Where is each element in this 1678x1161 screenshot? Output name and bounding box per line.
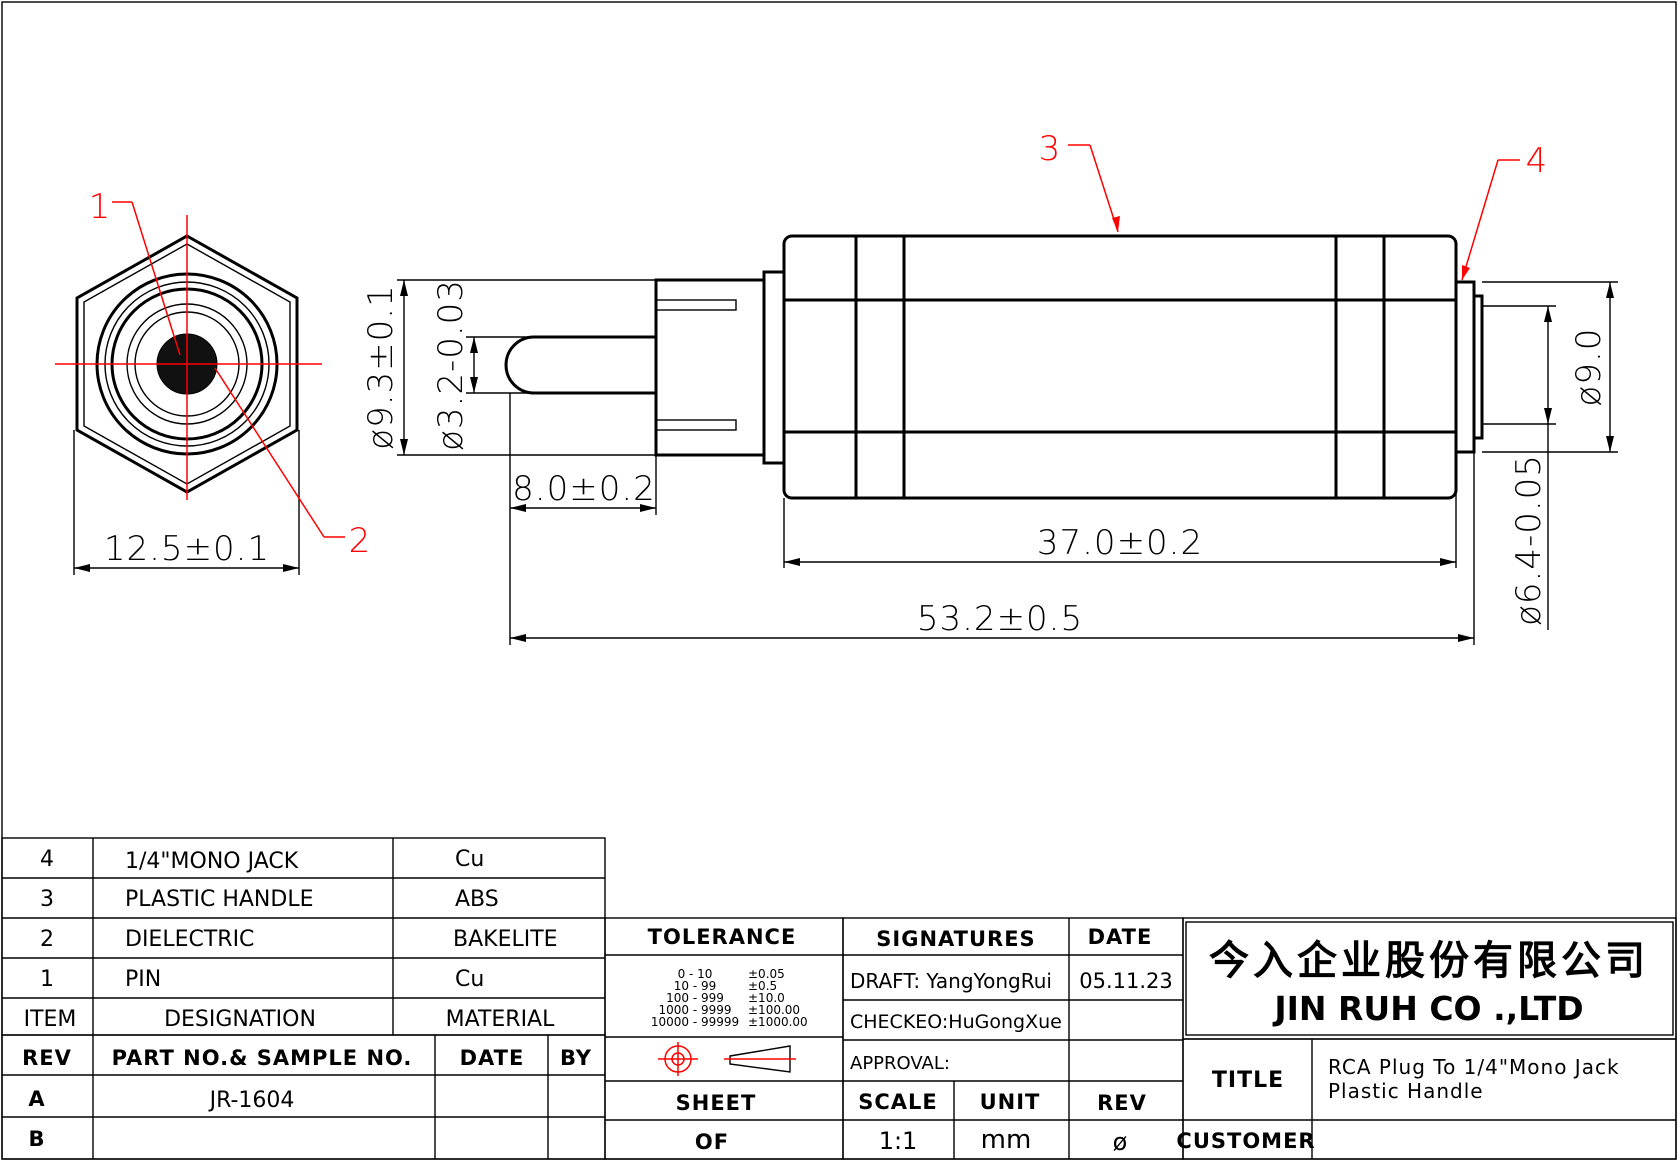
rev-header-by: BY [560, 1046, 592, 1070]
side-view: ø9.3±0.1 ø3.2-0.03 8.0±0.2 37.0±0.2 53.2… [361, 129, 1618, 645]
company-name-chinese: 今入企业股份有限公司 [1209, 938, 1649, 984]
tol-range-4: 1000 - 9999 [658, 1003, 731, 1017]
revision-table: REV PART NO.& SAMPLE NO. DATE BY A JR-16… [1, 1034, 606, 1160]
draft-signature: DRAFT: YangYongRui [850, 969, 1052, 993]
rev-label: REV [1097, 1091, 1147, 1115]
bom-material-1: Cu [455, 967, 484, 992]
rev-row-a-part: JR-1604 [208, 1088, 295, 1113]
bom-table: 4 1/4"MONO JACK Cu 3 PLASTIC HANDLE ABS … [1, 837, 606, 1036]
unit-value: mm [981, 1125, 1032, 1155]
bom-header-material: MATERIAL [446, 1007, 555, 1032]
bom-item-4: 4 [40, 847, 54, 872]
bom-material-2: BAKELITE [453, 927, 558, 952]
tol-value-5: ±1000.00 [748, 1015, 808, 1029]
tol-value-4: ±100.00 [748, 1003, 800, 1017]
draft-date: 05.11.23 [1079, 969, 1173, 993]
projection-symbol-icon [658, 1042, 796, 1076]
bom-item-1: 1 [40, 967, 54, 992]
bom-item-3: 3 [40, 887, 54, 912]
bom-material-3: ABS [455, 887, 499, 912]
bom-designation-2: DIELECTRIC [125, 927, 254, 952]
front-view: 12.5±0.1 1 2 [55, 187, 372, 575]
balloon-1: 1 [89, 187, 112, 227]
dim-jack-hole: ø6.4-0.05 [1509, 454, 1549, 626]
scale-label: SCALE [858, 1090, 938, 1114]
company-name-english: JIN RUH CO .,LTD [1272, 989, 1583, 1028]
balloon-3: 3 [1039, 129, 1062, 169]
unit-label: UNIT [980, 1090, 1041, 1114]
bom-designation-1: PIN [125, 967, 161, 992]
rev-header-part: PART NO.& SAMPLE NO. [112, 1046, 413, 1070]
tolerance-block: TOLERANCE 0 - 10 ±0.05 10 - 99 ±0.5 100 … [604, 917, 844, 1160]
rev-row-b: B [28, 1127, 45, 1151]
balloon-2: 2 [349, 521, 372, 561]
tol-range-2: 10 - 99 [674, 979, 717, 993]
rev-header-rev: REV [22, 1046, 72, 1070]
bom-designation-4: 1/4"MONO JACK [125, 849, 299, 874]
rev-value: ø [1113, 1128, 1128, 1156]
checked-signature: CHECKEO:HuGongXue [850, 1011, 1062, 1033]
rev-header-date: DATE [460, 1046, 525, 1070]
tol-value-1: ±0.05 [748, 967, 785, 981]
customer-label: CUSTOMER [1176, 1129, 1315, 1153]
balloon-4: 4 [1526, 141, 1549, 181]
tol-range-5: 10000 - 99999 [651, 1015, 739, 1029]
company-block: 今入企业股份有限公司 JIN RUH CO .,LTD [1182, 917, 1677, 1040]
title-line-1: RCA Plug To 1/4"Mono Jack [1328, 1055, 1620, 1079]
title-block: TITLE RCA Plug To 1/4"Mono Jack Plastic … [1176, 1038, 1677, 1160]
dim-pin-len: 8.0±0.2 [512, 469, 656, 509]
dim-jack-dia: ø9.0 [1569, 328, 1609, 407]
of-label: OF [695, 1130, 729, 1154]
title-line-2: Plastic Handle [1328, 1079, 1484, 1103]
dim-handle-len: 37.0±0.2 [1037, 523, 1203, 563]
bom-material-4: Cu [455, 847, 484, 872]
date-title: DATE [1088, 925, 1153, 949]
signatures-title: SIGNATURES [876, 927, 1035, 951]
bom-designation-3: PLASTIC HANDLE [125, 887, 313, 912]
tol-range-1: 0 - 10 [678, 967, 713, 981]
tol-value-2: ±0.5 [748, 979, 777, 993]
dim-body-dia: ø9.3±0.1 [361, 284, 401, 449]
tol-range-3: 100 - 999 [666, 991, 724, 1005]
bom-item-2: 2 [40, 927, 54, 952]
scale-value: 1:1 [879, 1127, 918, 1155]
tol-value-3: ±10.0 [748, 991, 785, 1005]
sheet-label: SHEET [676, 1091, 757, 1115]
signatures-block: SIGNATURES DATE DRAFT: YangYongRui 05.11… [842, 917, 1184, 1160]
approval-signature: APPROVAL: [850, 1053, 950, 1074]
dim-total-len: 53.2±0.5 [917, 599, 1083, 639]
dim-hex-width: 12.5±0.1 [104, 529, 270, 569]
bom-header-item: ITEM [24, 1007, 77, 1032]
title-label: TITLE [1212, 1068, 1284, 1093]
dim-pin-dia: ø3.2-0.03 [431, 279, 471, 451]
bom-header-designation: DESIGNATION [164, 1007, 316, 1032]
tolerance-title: TOLERANCE [648, 925, 797, 949]
rev-row-a: A [28, 1087, 45, 1111]
